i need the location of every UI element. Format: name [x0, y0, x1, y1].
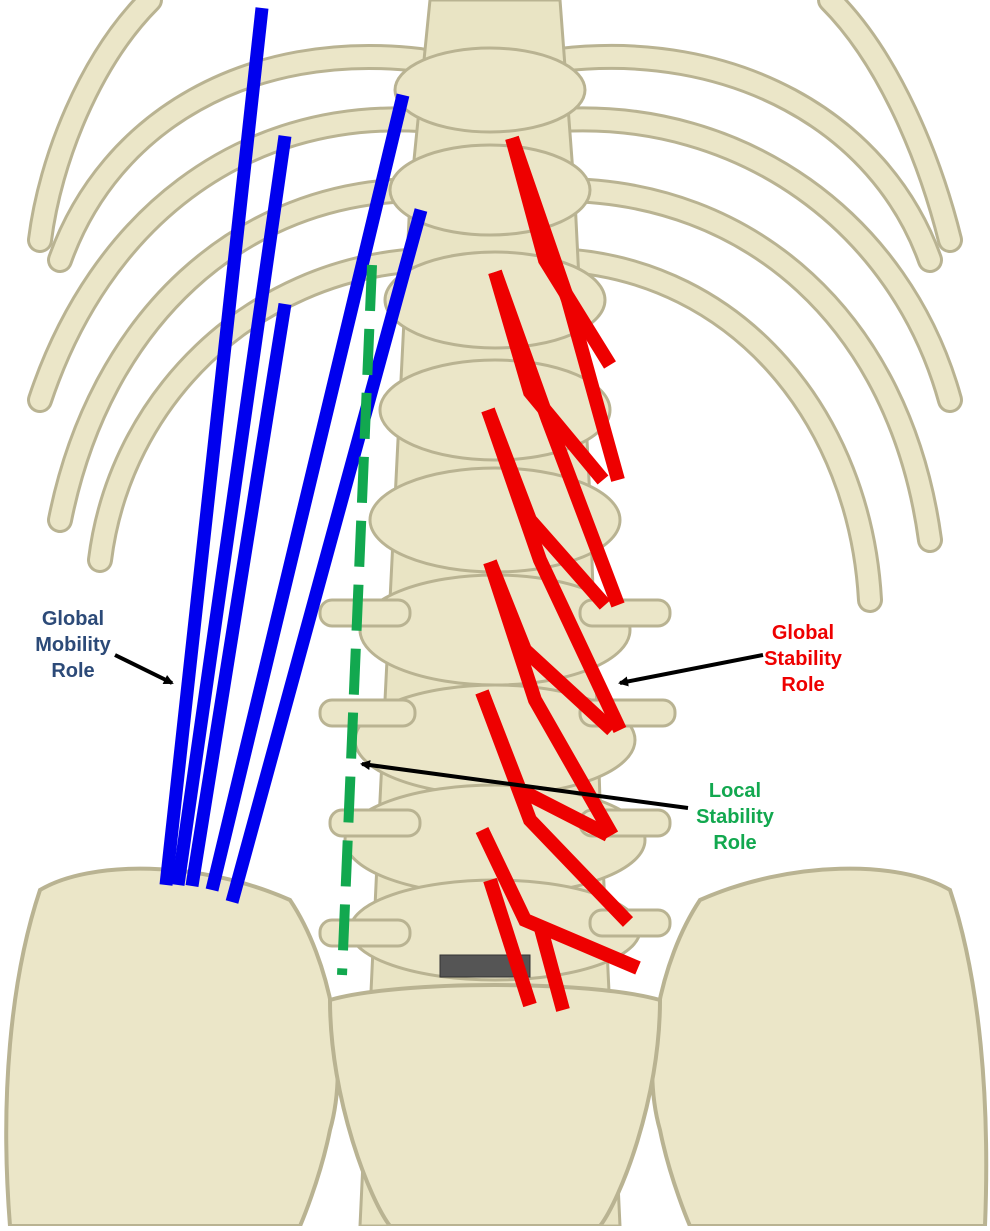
label-line: Local — [680, 778, 790, 804]
label-line: Role — [680, 830, 790, 856]
label-line: Role — [18, 658, 128, 684]
global-stability-label: Global Stability Role — [748, 620, 858, 698]
local-stability-label: Local Stability Role — [680, 778, 790, 856]
global-stability-arrow — [620, 655, 763, 683]
global-mobility-label: Global Mobility Role — [18, 606, 128, 684]
label-line: Global — [18, 606, 128, 632]
label-line: Stability — [748, 646, 858, 672]
label-line: Stability — [680, 804, 790, 830]
label-line: Global — [748, 620, 858, 646]
label-line: Mobility — [18, 632, 128, 658]
label-line: Role — [748, 672, 858, 698]
